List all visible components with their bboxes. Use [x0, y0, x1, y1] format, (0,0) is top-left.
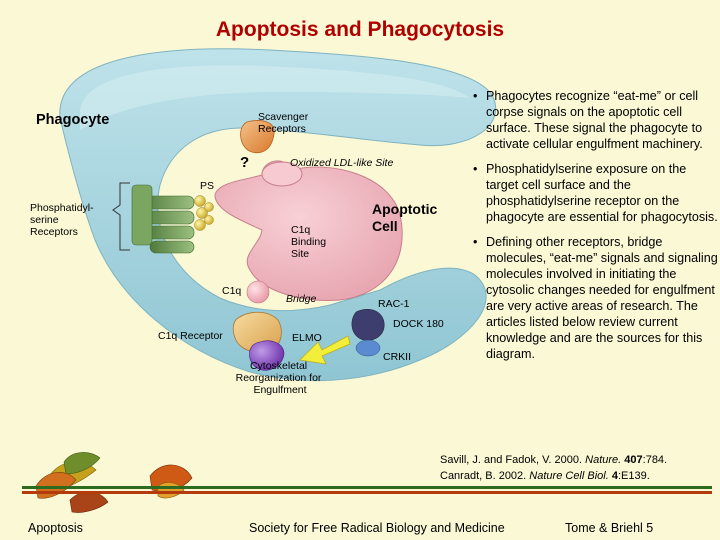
- reference-item: Canradt, B. 2002. Nature Cell Biol. 4:E1…: [440, 468, 710, 484]
- crkii-label: CRKII: [383, 351, 411, 363]
- apoptotic-cell-label: Apoptotic Cell: [372, 201, 441, 234]
- elmo-molecule: [249, 340, 285, 371]
- reference-pages: :784.: [642, 454, 668, 466]
- reference-volume: 407: [624, 454, 643, 466]
- c1q-molecule: [246, 280, 270, 304]
- apoptotic-cell: [214, 160, 403, 301]
- references: Savill, J. and Fadok, V. 2000. Nature. 4…: [440, 452, 710, 484]
- question-mark: ?: [240, 154, 249, 171]
- dock180-molecule: [351, 309, 385, 341]
- bullet-list: Phagocytes recognize “eat-me” or cell co…: [470, 88, 718, 371]
- reference-authors: Savill, J. and Fadok, V. 2000.: [440, 454, 583, 466]
- dock180-label: DOCK 180: [393, 318, 444, 330]
- autumn-leaves-icon: [35, 452, 193, 513]
- footer-center: Society for Free Radical Biology and Med…: [249, 521, 505, 535]
- scavenger-receptor: [240, 120, 275, 154]
- reference-volume: 4: [611, 470, 618, 482]
- reference-authors: Canradt, B. 2002.: [440, 470, 527, 482]
- ps-receptor-bracket: [112, 182, 130, 251]
- scavenger-receptors-label: Scavenger Receptors: [258, 111, 311, 135]
- bullet-item: Defining other receptors, bridge molecul…: [470, 234, 718, 362]
- slide-title: Apoptosis and Phagocytosis: [215, 18, 505, 41]
- bullet-item: Phagocytes recognize “eat-me” or cell co…: [470, 88, 718, 152]
- footer-rule-green: [22, 486, 712, 489]
- bullet-item: Phosphatidylserine exposure on the targe…: [470, 161, 718, 225]
- cytoskeletal-label: Cytoskeletal Reorganization for Engulfme…: [236, 360, 325, 396]
- c1q-label: C1q: [222, 285, 241, 297]
- c1q-binding-site-label: C1q Binding Site: [291, 224, 329, 260]
- footer-right: Tome & Briehl 5: [565, 521, 654, 535]
- reference-pages: :E139.: [617, 470, 650, 482]
- oxidized-ldl-label: Oxidized LDL-like Site: [290, 157, 393, 169]
- reference-item: Savill, J. and Fadok, V. 2000. Nature. 4…: [440, 452, 710, 468]
- engulfment-arrow: [299, 335, 351, 365]
- rac1-label: RAC-1: [378, 298, 410, 310]
- footer-left: Apoptosis: [28, 521, 83, 535]
- ps-beads: [194, 195, 214, 231]
- bridge-label: Bridge: [286, 293, 317, 305]
- reference-journal: Nature.: [585, 454, 622, 466]
- elmo-label: ELMO: [292, 332, 322, 344]
- ps-receptors: [131, 184, 195, 254]
- ps-receptors-label: Phosphatidyl- serine Receptors: [30, 202, 97, 238]
- reference-journal: Nature Cell Biol.: [529, 470, 609, 482]
- ps-label: PS: [200, 180, 214, 192]
- phagocyte-cell: [59, 48, 497, 382]
- phagocyte-label: Phagocyte: [36, 112, 109, 128]
- c1q-receptor-label: C1q Receptor: [158, 330, 223, 342]
- crkii-molecule: [355, 339, 381, 357]
- footer-rule-orange: [22, 491, 712, 494]
- apoptotic-cell-bleb: [261, 161, 303, 187]
